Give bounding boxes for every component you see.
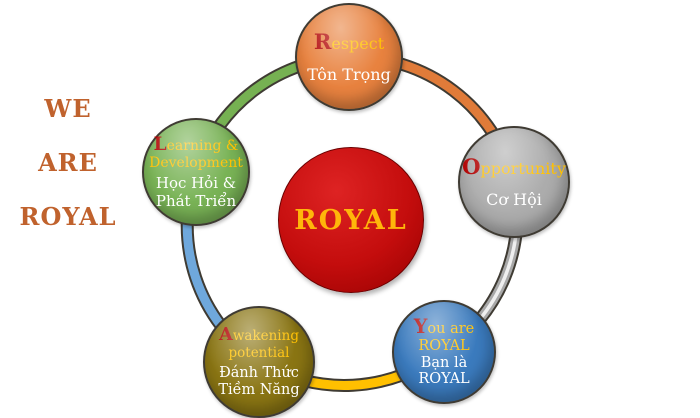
node-learning-initial: L xyxy=(153,134,167,156)
node-awakening-title-line2: potential xyxy=(228,344,290,361)
node-learning-title-line2: Development xyxy=(149,155,243,172)
side-title: WE ARE ROYAL xyxy=(14,97,122,229)
node-learning-subtitle: Học Hỏi & Phát Triển xyxy=(155,174,237,210)
node-opportunity-title-rest: pportunity xyxy=(480,158,566,178)
node-you-title-rest: ou are xyxy=(427,320,475,337)
node-you-subtitle: Bạn là ROYAL xyxy=(418,355,469,388)
node-awakening-initial: A xyxy=(219,324,233,346)
node-you-are-royal: You are ROYAL Bạn là ROYAL xyxy=(392,300,496,404)
node-respect-initial: R xyxy=(313,28,332,54)
node-awakening-subtitle-line2: Tiềm Năng xyxy=(218,382,300,398)
node-awakening-subtitle-line1: Đánh Thức xyxy=(219,365,299,382)
node-respect-subtitle: Tôn Trọng xyxy=(307,64,391,84)
node-you-subtitle-line2: ROYAL xyxy=(418,371,470,388)
center-circle-royal: ROYAL xyxy=(278,147,424,293)
node-learning-title-rest: earning & xyxy=(166,138,239,155)
node-opportunity: Opportunity Cơ Hội xyxy=(458,126,570,238)
node-awakening-title: Awakening xyxy=(219,325,299,345)
center-label: ROYAL xyxy=(294,204,408,236)
node-learning-subtitle-line2: Phát Triển xyxy=(155,191,237,210)
node-respect: Respect Tôn Trọng xyxy=(295,3,403,111)
node-opportunity-title: Opportunity xyxy=(462,153,566,179)
side-title-line-we: WE xyxy=(44,94,92,123)
side-title-line-royal: ROYAL xyxy=(19,202,117,231)
node-opportunity-initial: O xyxy=(462,153,481,179)
node-respect-title: Respect xyxy=(313,28,385,54)
side-title-line-are: ARE xyxy=(38,148,98,177)
node-learning-subtitle-line1: Học Hỏi & xyxy=(155,174,237,193)
node-learning-title: Learning & xyxy=(154,134,239,155)
node-awakening-title-rest: wakening xyxy=(232,328,299,345)
node-awakening-subtitle: Đánh Thức Tiềm Năng xyxy=(218,365,299,398)
node-awakening-potential: Awakening potential Đánh Thức Tiềm Năng xyxy=(203,306,315,418)
node-you-subtitle-line1: Bạn là xyxy=(420,354,468,371)
node-respect-title-rest: espect xyxy=(331,33,385,53)
node-you-title: You are xyxy=(413,314,475,338)
node-you-title-line2: ROYAL xyxy=(418,337,470,354)
node-learning-development: Learning & Development Học Hỏi & Phát Tr… xyxy=(142,118,250,226)
node-opportunity-subtitle: Cơ Hội xyxy=(486,189,542,209)
node-you-initial: Y xyxy=(413,314,428,338)
